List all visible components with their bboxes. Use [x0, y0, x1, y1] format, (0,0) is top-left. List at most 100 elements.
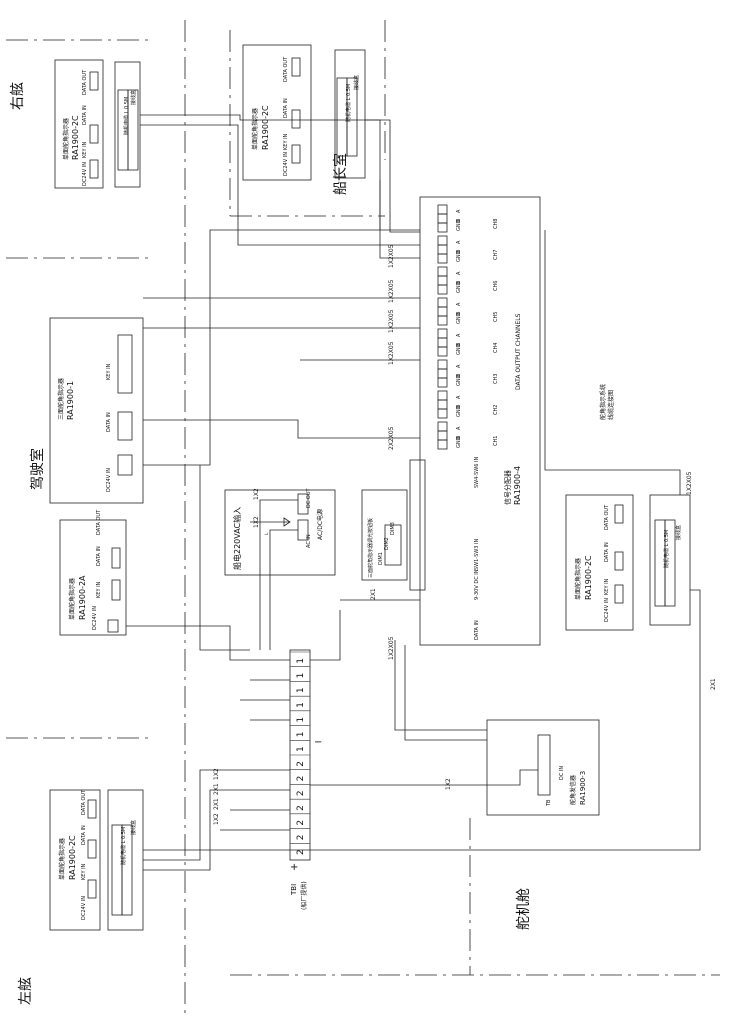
svg-text:DATA IN: DATA IN: [96, 546, 102, 566]
rudder-transmitter: 舵角发信器 RA1900-3 DC IN TB: [486, 719, 600, 816]
distributor-terminal: [437, 306, 448, 317]
terminal-cell: 2: [296, 761, 306, 767]
indicator-engine-right: 单面舵角指示器 RA1900-2C DC24V IN KEY IN DATA I…: [565, 494, 634, 631]
svg-text:DC24V IN: DC24V IN: [283, 152, 289, 176]
svg-text:1X2: 1X2: [213, 813, 220, 825]
distributor-pin-label: GND: [456, 250, 462, 262]
terminal-cell: 2: [296, 805, 306, 811]
distributor-terminal: [437, 439, 448, 450]
distributor-terminal: [437, 421, 448, 432]
svg-text:三面舵角指示器调光按钮板: 三面舵角指示器调光按钮板: [367, 518, 374, 578]
ac-dc-power: 船电220VAC输入 AC/DC电源 AC IN DC OUT L: [224, 487, 336, 576]
indicator-starboard: 单面舵角指示器 RA1900-2C DC24V IN KEY IN DATA I…: [54, 59, 104, 189]
distributor-terminal: [437, 408, 448, 419]
distributor-terminal: [437, 253, 448, 264]
distributor-terminal: [437, 346, 448, 357]
svg-text:2X1: 2X1: [213, 783, 220, 795]
svg-text:RA1900-3: RA1900-3: [579, 771, 587, 805]
distributor-terminal: [437, 266, 448, 277]
terminal-cell: 2: [296, 835, 306, 841]
svg-text:接线盒: 接线盒: [130, 820, 137, 835]
distributor-pin-label: A: [456, 240, 462, 244]
svg-text:9-30V DC IN: 9-30V DC IN: [474, 569, 480, 600]
svg-text:1X2X05: 1X2X05: [388, 636, 395, 660]
svg-text:接线盒: 接线盒: [675, 525, 682, 540]
junction-captain: 接线盒 随机电缆 L 0.5M: [334, 49, 366, 179]
distributor-terminal: [437, 204, 448, 215]
svg-text:RA1900-2C: RA1900-2C: [261, 105, 270, 150]
svg-text:DATA OUT: DATA OUT: [82, 69, 88, 95]
terminal-cell: 1: [296, 746, 306, 752]
svg-text:舵角发信器: 舵角发信器: [569, 775, 577, 805]
zone-bridge: 驾驶室: [29, 448, 46, 490]
svg-text:KEY IN: KEY IN: [81, 863, 87, 880]
dimmer-board: 三面舵角指示器调光按钮板 DIM1 DIM2 DIM3: [361, 489, 408, 581]
svg-text:单面舵角指示器: 单面舵角指示器: [574, 558, 582, 600]
svg-text:舵角指示系统: 舵角指示系统: [599, 384, 607, 420]
svg-text:1X2X05: 1X2X05: [388, 279, 395, 303]
distributor-channel-label: CH7: [493, 250, 499, 260]
svg-text:单面舵角指示器: 单面舵角指示器: [58, 838, 66, 880]
distributor-terminal: [437, 377, 448, 388]
svg-text:1X2X05: 1X2X05: [388, 244, 395, 268]
svg-text:DIM3: DIM3: [390, 522, 396, 535]
distributor-terminal: [437, 297, 448, 308]
svg-text:(船厂提供): (船厂提供): [300, 881, 308, 910]
terminal-cell: 2: [296, 849, 306, 855]
distributor-terminal: [437, 337, 448, 348]
svg-text:1X2: 1X2: [253, 516, 260, 528]
terminal-cell: 1: [296, 658, 306, 664]
cable-labels: 1X2X05 1X2X05 1X2X05 1X2X05 2X2X05 1X2X0…: [213, 244, 717, 825]
terminal-cell: 1: [296, 702, 306, 708]
svg-text:2X1: 2X1: [710, 678, 717, 690]
distributor-terminal: [437, 390, 448, 401]
svg-text:信号分配器: 信号分配器: [503, 470, 512, 505]
svg-text:2X1: 2X1: [370, 588, 377, 600]
svg-text:DATA IN: DATA IN: [604, 542, 610, 562]
wires: [126, 114, 701, 871]
svg-text:DC24V IN: DC24V IN: [106, 468, 112, 492]
svg-text:DC OUT: DC OUT: [306, 487, 312, 508]
svg-text:单面舵角指示器: 单面舵角指示器: [68, 578, 76, 620]
distributor-terminal: [437, 275, 448, 286]
svg-text:随机电缆 L 0.5M: 随机电缆 L 0.5M: [120, 827, 127, 865]
distributor-pin-label: A: [456, 333, 462, 337]
svg-text:船电220VAC输入: 船电220VAC输入: [232, 507, 242, 570]
svg-text:DIM1: DIM1: [378, 552, 384, 565]
svg-text:RA1900-2C: RA1900-2C: [71, 115, 80, 160]
indicator-port: 单面舵角指示器 RA1900-2C DC24V IN KEY IN DATA I…: [49, 789, 101, 931]
junction-starboard: 接线盒 随机电缆 L 0.5M: [114, 61, 141, 188]
svg-text:随机电缆 L 0.5M: 随机电缆 L 0.5M: [123, 97, 130, 135]
distributor-pin-label: GND: [456, 374, 462, 386]
distributor-terminal: [437, 328, 448, 339]
svg-text:DIM2: DIM2: [384, 537, 390, 550]
svg-text:RA1900-2A: RA1900-2A: [78, 575, 87, 620]
distributor-terminal: [437, 430, 448, 441]
distributor-pin-label: A: [456, 271, 462, 275]
svg-text:DATA OUT: DATA OUT: [81, 789, 87, 815]
terminal-cell: 2: [296, 790, 306, 796]
distributor-pin-label: B: [456, 373, 462, 377]
distributor-pin-label: B: [456, 280, 462, 284]
terminal-cell: 1: [296, 687, 306, 693]
zone-port: 左舷: [18, 977, 34, 1005]
distributor-pin-label: B: [456, 218, 462, 222]
svg-text:SW4-SW6 IN: SW4-SW6 IN: [474, 457, 480, 488]
svg-text:DATA IN: DATA IN: [82, 105, 88, 125]
svg-text:DC IN: DC IN: [559, 766, 565, 780]
svg-text:RA1900-2C: RA1900-2C: [68, 835, 77, 880]
svg-text:DATA IN: DATA IN: [474, 620, 480, 640]
svg-text:TB: TB: [546, 799, 552, 807]
distributor-channel-label: CH4: [493, 343, 499, 353]
junction-engine-right: 接线盒 随机电缆 L 0.5M: [649, 494, 691, 626]
svg-text:RA1900-1: RA1900-1: [66, 381, 75, 420]
distributor-pin-label: GND: [456, 436, 462, 448]
svg-text:+: +: [290, 862, 298, 873]
svg-text:DC24V IN: DC24V IN: [92, 606, 98, 630]
terminal-cell: 1: [296, 673, 306, 679]
svg-text:1X2: 1X2: [253, 488, 260, 500]
distributor-terminal: [437, 244, 448, 255]
